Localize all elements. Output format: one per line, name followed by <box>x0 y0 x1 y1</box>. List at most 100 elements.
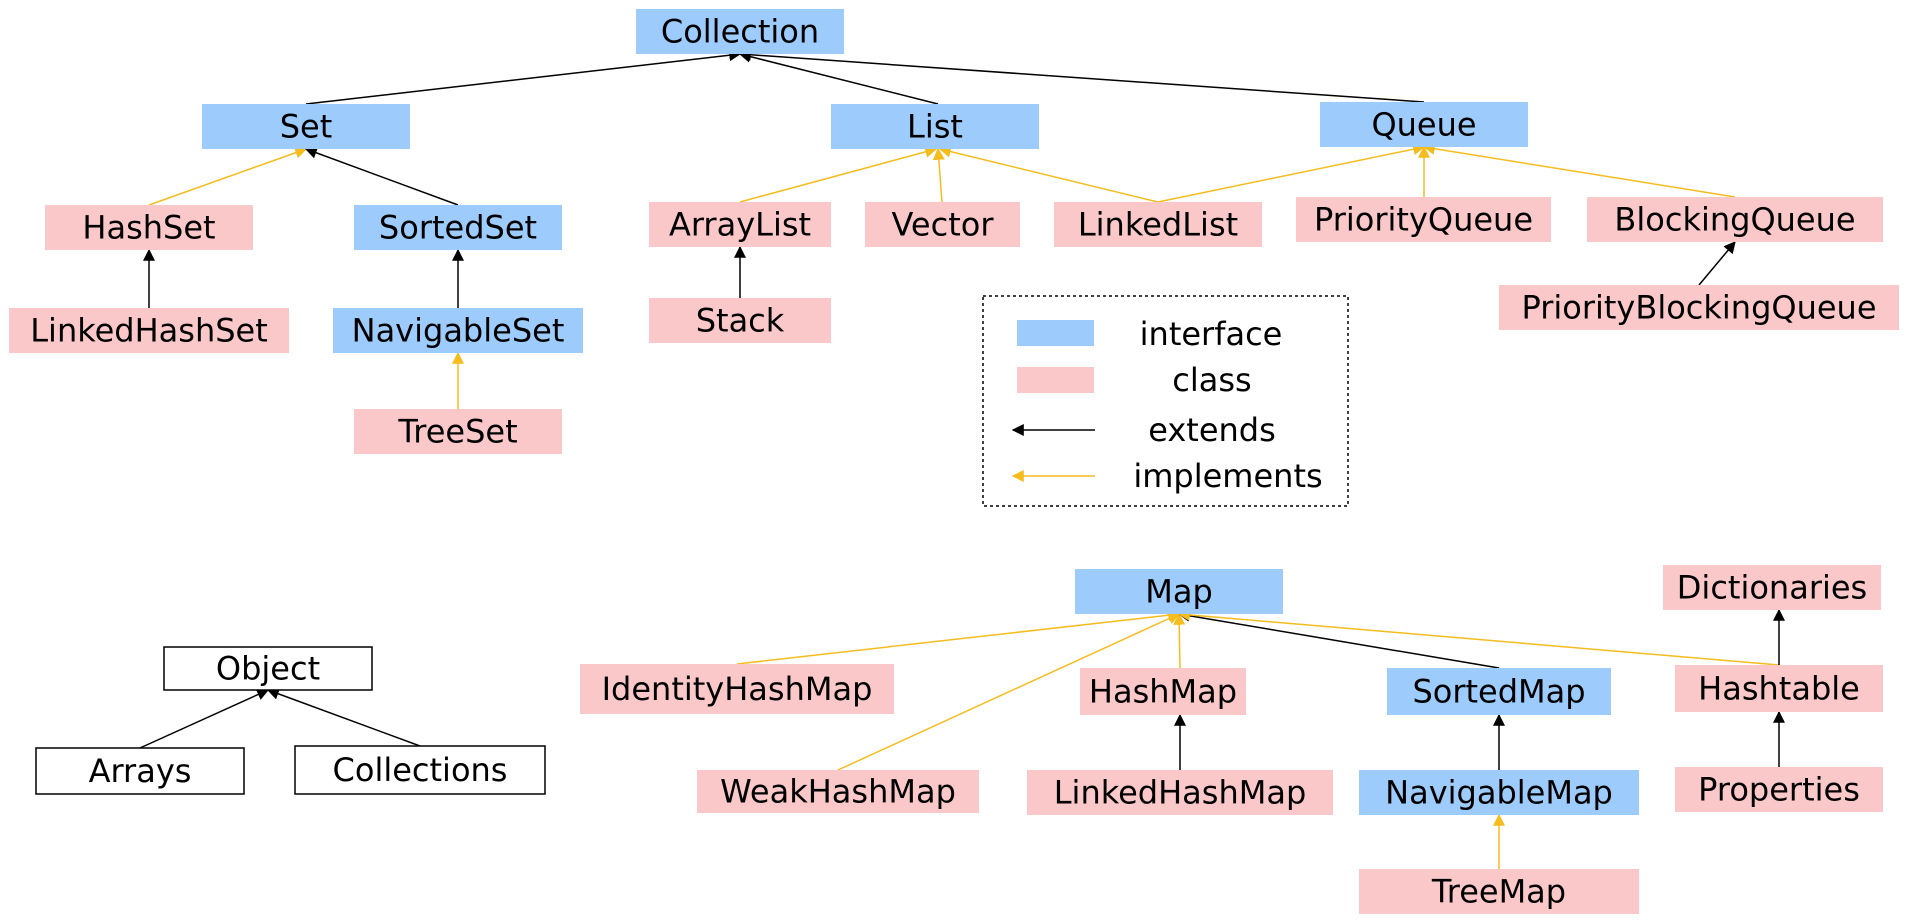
node-box-collections <box>294 745 546 795</box>
node-label-collections: Collections <box>333 751 508 789</box>
node-label-linkedhashmap: LinkedHashMap <box>1054 774 1307 812</box>
node-map: Map <box>1075 569 1283 614</box>
node-label-arrays: Arrays <box>89 752 192 790</box>
node-box-arrays <box>35 747 245 795</box>
node-label-hashmap: HashMap <box>1089 673 1237 711</box>
extends-arrow-set-to-collection <box>305 49 742 105</box>
node-treeset: TreeSet <box>354 409 562 454</box>
node-box-stack <box>649 298 831 343</box>
node-label-queue: Queue <box>1371 106 1476 144</box>
implements-arrow-arraylist-to-list <box>739 146 938 203</box>
node-weakhashmap: WeakHashMap <box>697 770 979 813</box>
legend-interface-label: interface <box>1140 315 1283 353</box>
extends-arrow-queue-to-collection <box>738 48 1425 103</box>
node-label-blockingqueue: BlockingQueue <box>1614 201 1855 239</box>
extends-arrow-collections-to-object <box>266 688 421 747</box>
extends-arrow-sortedmap-to-map <box>1177 609 1500 669</box>
node-queue: Queue <box>1320 102 1528 147</box>
node-hashtable: Hashtable <box>1675 665 1883 712</box>
node-box-list <box>831 104 1039 149</box>
node-box-queue <box>1320 102 1528 147</box>
node-hashset: HashSet <box>45 205 253 250</box>
legend-class-swatch <box>1017 367 1094 393</box>
extends-arrow-arrays-to-object <box>139 688 270 749</box>
extends-arrow-list-to-collection <box>738 50 939 105</box>
node-stack: Stack <box>649 298 831 343</box>
implements-arrow-vector-to-list <box>932 147 945 203</box>
node-label-object: Object <box>216 650 320 688</box>
node-box-collection <box>636 9 844 54</box>
node-box-sortedmap <box>1387 668 1611 715</box>
implements-arrow-linkedlist-to-queue <box>1157 143 1426 203</box>
node-box-treeset <box>354 409 562 454</box>
node-box-priorityqueue <box>1296 197 1551 242</box>
node-box-properties <box>1675 767 1883 812</box>
node-label-identityhashmap: IdentityHashMap <box>602 670 873 708</box>
node-box-identityhashmap <box>580 664 894 714</box>
node-box-navigableset <box>333 308 583 353</box>
node-label-map: Map <box>1145 573 1213 611</box>
node-box-map <box>1075 569 1283 614</box>
node-box-linkedhashset <box>9 308 289 353</box>
node-box-vector <box>865 202 1020 247</box>
node-collection: Collection <box>636 9 844 54</box>
node-identityhashmap: IdentityHashMap <box>580 664 894 714</box>
node-box-sortedset <box>354 205 562 250</box>
node-navigableset: NavigableSet <box>333 308 583 353</box>
node-label-treeset: TreeSet <box>397 413 517 451</box>
node-arraylist: ArrayList <box>649 202 831 247</box>
node-box-dictionaries <box>1663 565 1881 610</box>
node-list: List <box>831 104 1039 149</box>
node-label-hashtable: Hashtable <box>1698 670 1860 708</box>
node-collections: Collections <box>294 745 546 795</box>
legend-implements-label: implements <box>1133 457 1322 495</box>
legend-extends-label: extends <box>1148 411 1276 449</box>
node-treemap: TreeMap <box>1359 869 1639 914</box>
node-linkedhashset: LinkedHashSet <box>9 308 289 353</box>
node-label-linkedlist: LinkedList <box>1078 206 1238 244</box>
node-label-vector: Vector <box>892 206 995 244</box>
node-linkedhashmap: LinkedHashMap <box>1027 770 1333 815</box>
legend-class-label: class <box>1172 361 1251 399</box>
node-arrays: Arrays <box>35 747 245 795</box>
node-box-arraylist <box>649 202 831 247</box>
node-label-stack: Stack <box>696 302 785 340</box>
node-label-set: Set <box>280 108 333 146</box>
node-hashmap: HashMap <box>1080 668 1246 715</box>
implements-arrow-identityhashmap-to-map <box>736 609 1181 665</box>
extends-arrow-priorityblockingqueue-to-blockingqueue <box>1698 241 1736 286</box>
implements-arrow-hashset-to-set <box>148 146 308 206</box>
node-label-arraylist: ArrayList <box>669 206 811 244</box>
node-box-hashmap <box>1080 668 1246 715</box>
node-label-navigableset: NavigableSet <box>352 312 565 350</box>
node-label-dictionaries: Dictionaries <box>1677 569 1867 607</box>
node-label-hashset: HashSet <box>82 209 215 247</box>
node-box-hashset <box>45 205 253 250</box>
legend-interface-swatch <box>1017 320 1094 346</box>
node-blockingqueue: BlockingQueue <box>1587 197 1883 242</box>
node-box-linkedhashmap <box>1027 770 1333 815</box>
node-box-object <box>163 646 373 691</box>
node-navigablemap: NavigableMap <box>1359 770 1639 815</box>
implements-arrow-weakhashmap-to-map <box>837 613 1181 771</box>
node-properties: Properties <box>1675 767 1883 812</box>
node-label-treemap: TreeMap <box>1431 873 1566 911</box>
node-label-linkedhashset: LinkedHashSet <box>30 312 268 350</box>
legend: interface class extends implements <box>982 295 1349 507</box>
edges-layer <box>139 48 1785 869</box>
node-label-sortedset: SortedSet <box>379 209 537 247</box>
node-vector: Vector <box>865 202 1020 247</box>
node-label-sortedmap: SortedMap <box>1412 673 1585 711</box>
node-sortedmap: SortedMap <box>1387 668 1611 715</box>
node-label-list: List <box>907 108 963 146</box>
implements-arrow-hashmap-to-map <box>1173 612 1186 669</box>
node-box-linkedlist <box>1054 202 1262 247</box>
implements-arrow-blockingqueue-to-queue <box>1422 142 1736 198</box>
node-label-priorityblockingqueue: PriorityBlockingQueue <box>1521 289 1876 327</box>
node-box-set <box>202 104 410 149</box>
node-label-priorityqueue: PriorityQueue <box>1314 201 1533 239</box>
node-box-navigablemap <box>1359 770 1639 815</box>
node-linkedlist: LinkedList <box>1054 202 1262 247</box>
